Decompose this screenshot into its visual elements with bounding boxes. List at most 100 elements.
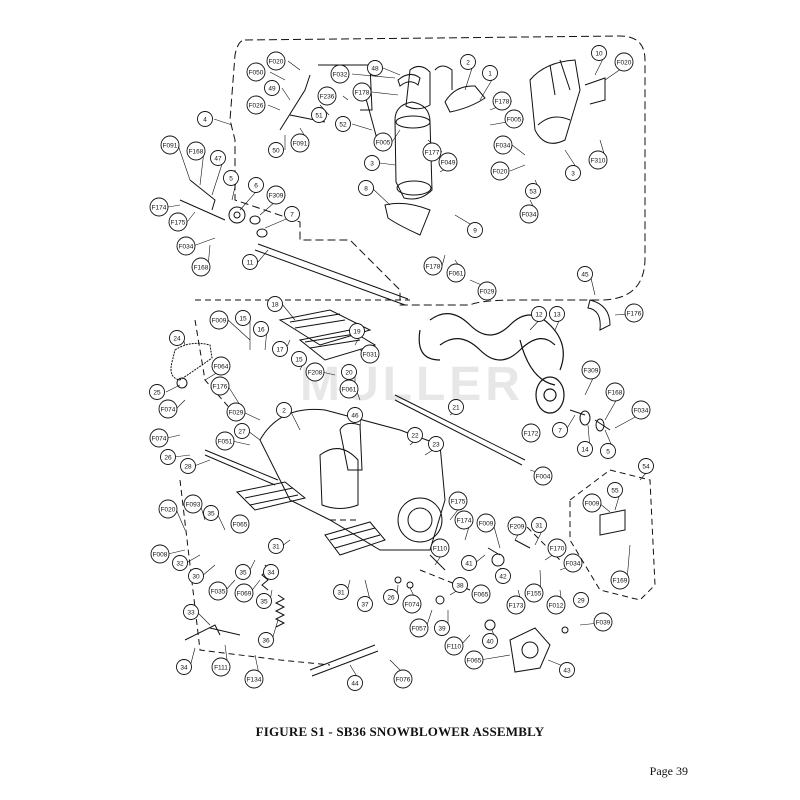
part-callout: F034 xyxy=(493,135,513,155)
callout-text: F012 xyxy=(549,602,564,609)
callout-circle xyxy=(573,592,589,608)
chute-group-outline xyxy=(229,35,646,306)
part-callout: F169 xyxy=(610,570,630,590)
callout-text: F176 xyxy=(213,383,228,390)
callout-text: F134 xyxy=(247,676,262,683)
callout-circle xyxy=(339,379,359,399)
part-callout: 55 xyxy=(607,482,623,498)
callout-circle xyxy=(272,341,288,357)
callout-text: 23 xyxy=(432,441,440,448)
callout-text: 49 xyxy=(268,85,276,92)
callout-circle xyxy=(493,135,513,155)
callout-circle xyxy=(638,458,654,474)
callout-text: F074 xyxy=(161,406,176,413)
callout-circle xyxy=(383,589,399,605)
callout-text: F174 xyxy=(457,517,472,524)
clip-45 xyxy=(587,299,611,331)
callout-circle xyxy=(176,236,196,256)
callout-circle xyxy=(226,402,246,422)
callout-text: F029 xyxy=(480,288,495,295)
callout-circle xyxy=(256,593,272,609)
callout-circle xyxy=(183,494,203,514)
part-callout: F064 xyxy=(211,356,231,376)
callout-text: F173 xyxy=(509,602,524,609)
callout-text: F035 xyxy=(211,588,226,595)
part-callout: F020 xyxy=(490,161,510,181)
deflector xyxy=(529,59,606,144)
part-callout: 29 xyxy=(573,592,589,608)
part-callout: F091 xyxy=(160,135,180,155)
callout-text: F110 xyxy=(433,545,448,552)
part-callout: F029 xyxy=(226,402,246,422)
callout-text: 34 xyxy=(180,664,188,671)
callout-circle xyxy=(454,510,474,530)
callout-text: 39 xyxy=(438,625,446,632)
part-callouts: F020F05049F02650F09151F236F03248F17852F0… xyxy=(149,45,654,691)
part-callout: 42 xyxy=(495,568,511,584)
callout-circle xyxy=(352,82,372,102)
callout-text: 2 xyxy=(466,59,470,66)
part-callout: 5 xyxy=(223,170,239,186)
part-callout: F061 xyxy=(446,263,466,283)
footrest-18 xyxy=(278,309,377,361)
callout-text: 54 xyxy=(642,463,650,470)
callout-circle xyxy=(215,431,235,451)
callout-circle xyxy=(563,553,583,573)
callout-text: F236 xyxy=(320,93,335,100)
callout-circle xyxy=(490,161,510,181)
callout-circle xyxy=(244,669,264,689)
part-callout: 40 xyxy=(482,633,498,649)
callout-circle xyxy=(197,111,213,127)
bushings-7 xyxy=(249,215,268,238)
spring-36 xyxy=(274,594,286,628)
callout-circle xyxy=(531,517,547,533)
part-callout: F009 xyxy=(476,513,496,533)
part-callout: F178 xyxy=(352,82,372,102)
part-callout: 13 xyxy=(549,306,565,322)
callout-text: F093 xyxy=(186,501,201,508)
callout-text: F310 xyxy=(591,157,606,164)
part-callout: 48 xyxy=(367,60,383,76)
part-callout: F034 xyxy=(519,204,539,224)
callout-text: 18 xyxy=(271,301,279,308)
part-callout: 25 xyxy=(149,384,165,400)
callout-circle xyxy=(209,310,229,330)
part-callout: F168 xyxy=(191,257,211,277)
part-callout: 32 xyxy=(172,555,188,571)
callout-circle xyxy=(482,633,498,649)
callout-circle xyxy=(149,197,169,217)
part-callout: F172 xyxy=(521,423,541,443)
part-callout: F020 xyxy=(158,499,178,519)
callout-text: F065 xyxy=(474,591,489,598)
callout-text: F177 xyxy=(425,149,440,156)
callout-circle xyxy=(268,538,284,554)
callout-circle xyxy=(183,604,199,620)
callout-circle xyxy=(333,584,349,600)
callout-circle xyxy=(448,491,468,511)
sprocket-6 xyxy=(228,206,246,224)
callout-text: 50 xyxy=(272,147,280,154)
callout-circle xyxy=(524,583,544,603)
callout-text: F168 xyxy=(189,148,204,155)
callout-circle xyxy=(525,183,541,199)
callout-circle xyxy=(577,441,593,457)
callout-text: F064 xyxy=(214,363,229,370)
callout-circle xyxy=(158,499,178,519)
callout-text: 13 xyxy=(553,311,561,318)
part-callout: F034 xyxy=(176,236,196,256)
callout-text: 17 xyxy=(276,346,284,353)
callout-text: 35 xyxy=(260,598,268,605)
callout-circle xyxy=(461,555,477,571)
part-callout: 52 xyxy=(335,116,351,132)
callout-text: 12 xyxy=(535,311,543,318)
callout-circle xyxy=(507,516,527,536)
callout-circle xyxy=(268,142,284,158)
callout-text: 2 xyxy=(282,407,286,414)
part-callout: 2 xyxy=(460,54,476,70)
part-callout: 30 xyxy=(188,568,204,584)
callout-text: F178 xyxy=(495,98,510,105)
callout-text: F091 xyxy=(163,142,178,149)
callout-text: 46 xyxy=(351,412,359,419)
part-callout: F009 xyxy=(209,310,229,330)
callout-text: F026 xyxy=(249,102,264,109)
